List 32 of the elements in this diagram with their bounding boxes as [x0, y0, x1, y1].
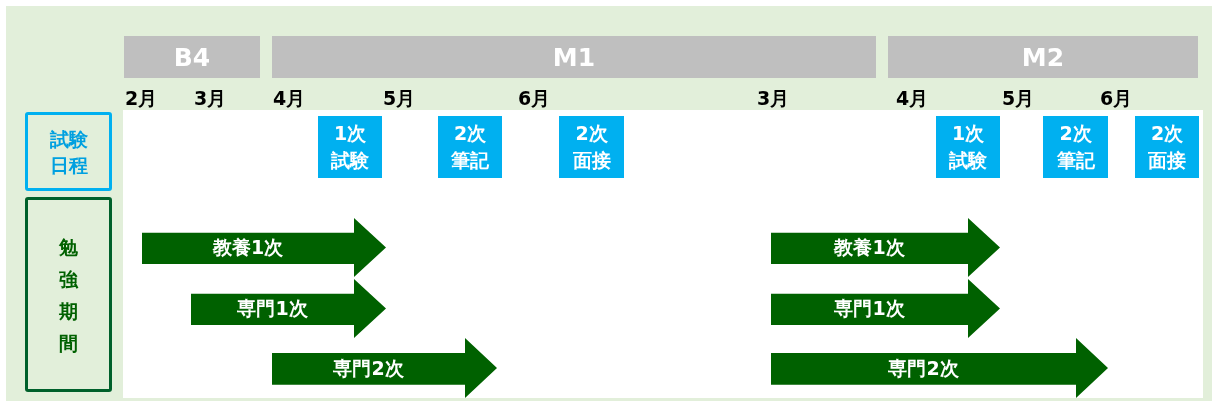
month-label: 2月	[125, 86, 158, 111]
exam-box: 1次試験	[318, 116, 382, 178]
banner-label: 専門2次	[332, 355, 405, 381]
pointed-banner	[771, 338, 1108, 398]
month-label: 3月	[194, 86, 227, 111]
pointed-banner	[771, 218, 1000, 277]
phase-bar: B4	[124, 36, 260, 78]
month-label: 5月	[1002, 86, 1035, 111]
exam-box: 1次試験	[936, 116, 1000, 178]
pointed-banner	[191, 279, 386, 338]
exam-box: 2次筆記	[438, 116, 502, 178]
exam-box: 2次面接	[559, 116, 624, 178]
month-label: 4月	[896, 86, 929, 111]
exam-box: 2次筆記	[1043, 116, 1108, 178]
month-label: 3月	[757, 86, 790, 111]
month-label: 5月	[383, 86, 416, 111]
pointed-banner	[272, 338, 497, 398]
row-header-box: 勉強期間	[25, 197, 112, 392]
phase-bar: M2	[888, 36, 1198, 78]
month-label: 6月	[518, 86, 551, 111]
phase-bar: M1	[272, 36, 876, 78]
pointed-banner	[142, 218, 386, 277]
banner-label: 教養1次	[211, 235, 285, 261]
month-label: 4月	[273, 86, 306, 111]
row-header-box: 試験日程	[25, 112, 112, 191]
banner-label: 専門1次	[236, 296, 309, 322]
banner-label: 専門2次	[887, 355, 960, 381]
banner-label: 教養1次	[832, 235, 906, 261]
pointed-banner	[771, 279, 1000, 338]
exam-box: 2次面接	[1135, 116, 1199, 178]
month-label: 6月	[1100, 86, 1133, 111]
banner-label: 専門1次	[833, 296, 906, 322]
